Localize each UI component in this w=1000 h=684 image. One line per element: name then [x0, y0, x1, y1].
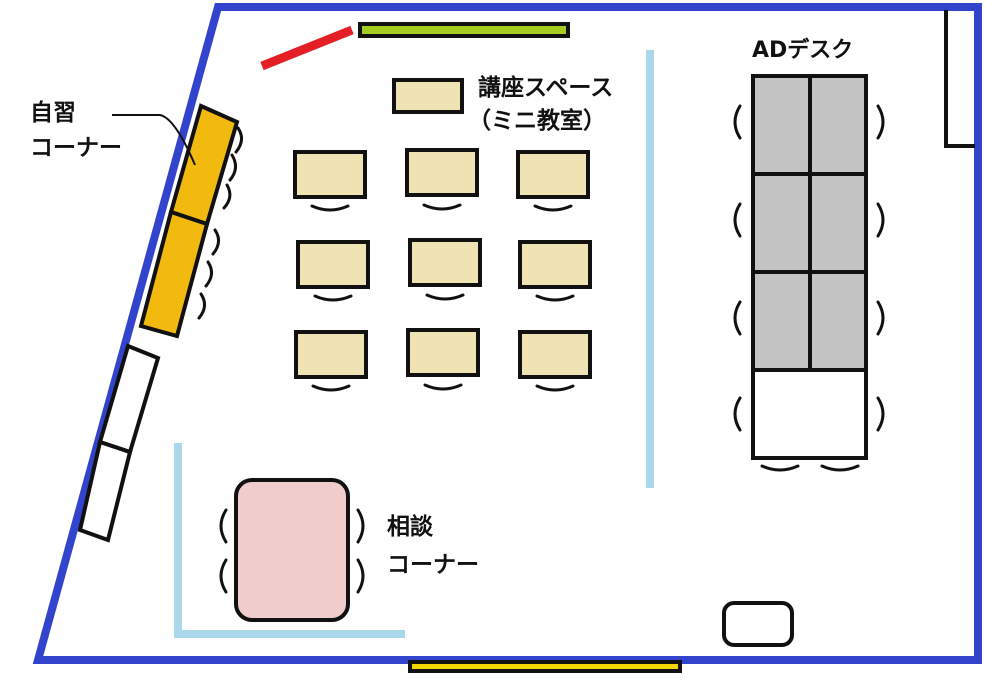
ad-desk — [808, 172, 868, 274]
lecture-chair — [535, 384, 575, 392]
ad-chair — [876, 104, 885, 140]
lecture-chair — [313, 294, 353, 302]
ad-desk — [808, 74, 868, 176]
ad-chair — [733, 202, 742, 238]
ad-desk — [808, 270, 868, 372]
consult-chair — [219, 508, 228, 544]
study-chair — [211, 228, 220, 256]
lecture-desk — [408, 238, 482, 287]
lecture-desk — [296, 240, 370, 289]
ad-desk — [751, 172, 812, 274]
small-table — [722, 601, 794, 647]
label-ad-desk: ADデスク — [752, 37, 853, 63]
lecture-desk — [294, 330, 368, 379]
consult-chair — [219, 558, 228, 594]
label-koza-1: 講座スペース — [478, 74, 613, 101]
study-chair — [197, 292, 206, 320]
study-chair — [234, 126, 243, 154]
ad-chair — [733, 300, 742, 336]
consult-chair — [356, 508, 365, 544]
study-chair — [204, 260, 213, 288]
ad-desk — [751, 74, 812, 176]
ad-chair — [733, 104, 742, 140]
lecture-chair — [535, 294, 575, 302]
entrance-door — [408, 660, 682, 673]
left-shelf — [77, 439, 133, 543]
lecture-desk — [518, 240, 592, 289]
cabinet — [944, 10, 975, 148]
red-board — [260, 25, 354, 71]
study-corner — [112, 103, 243, 339]
ad-desk-white — [751, 368, 868, 460]
study-callout-line — [112, 114, 196, 166]
label-sodan-1: 相談 — [387, 513, 434, 540]
lecture-desk — [405, 148, 479, 197]
lecture-desk — [516, 150, 590, 199]
lecture-chair — [423, 383, 463, 391]
whiteboard — [358, 22, 570, 38]
study-chair — [228, 153, 237, 182]
partition-consult — [174, 443, 405, 638]
ad-chair — [733, 396, 742, 432]
ad-chair — [876, 202, 885, 238]
label-sodan-2: コーナー — [387, 552, 479, 578]
ad-desk-block — [733, 74, 885, 472]
consult-chair — [356, 558, 365, 594]
lecture-chair — [311, 384, 351, 392]
lecture-chair — [425, 293, 465, 301]
lecture-desk — [406, 328, 480, 377]
label-jishu-2: コーナー — [30, 135, 122, 161]
ad-chair — [820, 464, 860, 472]
ad-chair — [760, 464, 800, 472]
study-desk — [138, 209, 210, 339]
lecture-chair — [310, 204, 350, 212]
lecture-desk — [293, 150, 367, 199]
lecture-desks — [293, 148, 592, 392]
label-jishu-1: 自習 — [30, 99, 76, 126]
ad-desk — [751, 270, 812, 372]
lecture-teacher-desk — [392, 78, 464, 114]
study-chair — [222, 183, 232, 210]
lecture-desk — [518, 330, 592, 379]
consult-table — [234, 478, 350, 622]
lecture-chair — [533, 204, 573, 212]
ad-chair — [876, 300, 885, 336]
consult-corner — [219, 478, 365, 622]
label-koza-2: （ミニ教室） — [468, 107, 606, 134]
lecture-chair — [422, 203, 462, 211]
ad-chair — [876, 396, 885, 432]
